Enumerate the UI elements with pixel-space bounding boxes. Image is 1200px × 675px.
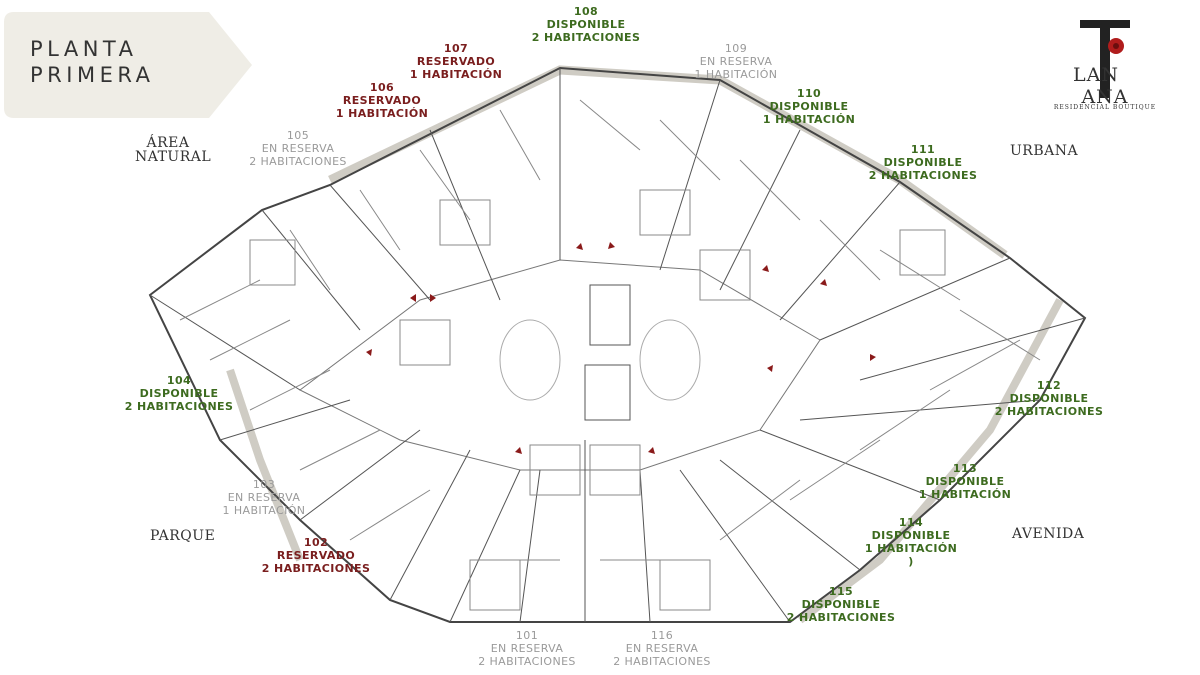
logo-name: LANANA [1050,64,1160,108]
entry-marker [767,365,773,372]
room-partitions [179,99,1041,561]
zone-avenida: AVENIDA [1012,526,1085,542]
corridor-curve-2 [639,319,701,401]
zone-urbana: URBANA [1010,143,1079,159]
entry-marker [366,349,372,356]
room-box [469,559,521,611]
terrace-band-right [797,298,1064,624]
logo-name-left: LAN [1073,64,1119,86]
corridor-curve [499,319,561,401]
room-box [589,444,641,496]
logo-name-right: ANA [1081,86,1129,108]
entry-marker [870,354,876,361]
room-box [439,199,491,246]
stair-core [584,364,631,421]
logo-emblem [1080,20,1130,98]
entry-marker [430,294,436,302]
lantana-logo: LANANA RESIDENCIAL BOUTIQUE [1050,16,1160,116]
entry-marker [576,243,583,250]
room-box [899,229,946,276]
inner-ring [299,259,821,471]
room-box [699,249,751,301]
title-tab [4,12,252,118]
room-box [249,239,296,286]
entry-marker [648,447,655,454]
room-box [529,444,581,496]
terrace-band-left [226,368,304,562]
room-box [639,189,691,236]
entry-marker [762,265,769,272]
elevator-core [589,284,631,346]
entry-marker [820,279,827,286]
room-box [659,559,711,611]
title-line-2: PRIMERA [30,63,155,87]
logo-subtitle: RESIDENCIAL BOUTIQUE [1053,104,1157,111]
title-line-1: PLANTA [30,37,138,61]
entry-marker [515,447,522,454]
entry-marker [410,294,416,302]
page-title: PLANTA PRIMERA [30,36,154,88]
entry-marker [608,242,615,249]
room-box [399,319,451,366]
unit-walls [149,68,1086,623]
zone-parque: PARQUE [150,528,216,544]
zone-area-natural: ÁREA NATURAL [135,135,212,165]
